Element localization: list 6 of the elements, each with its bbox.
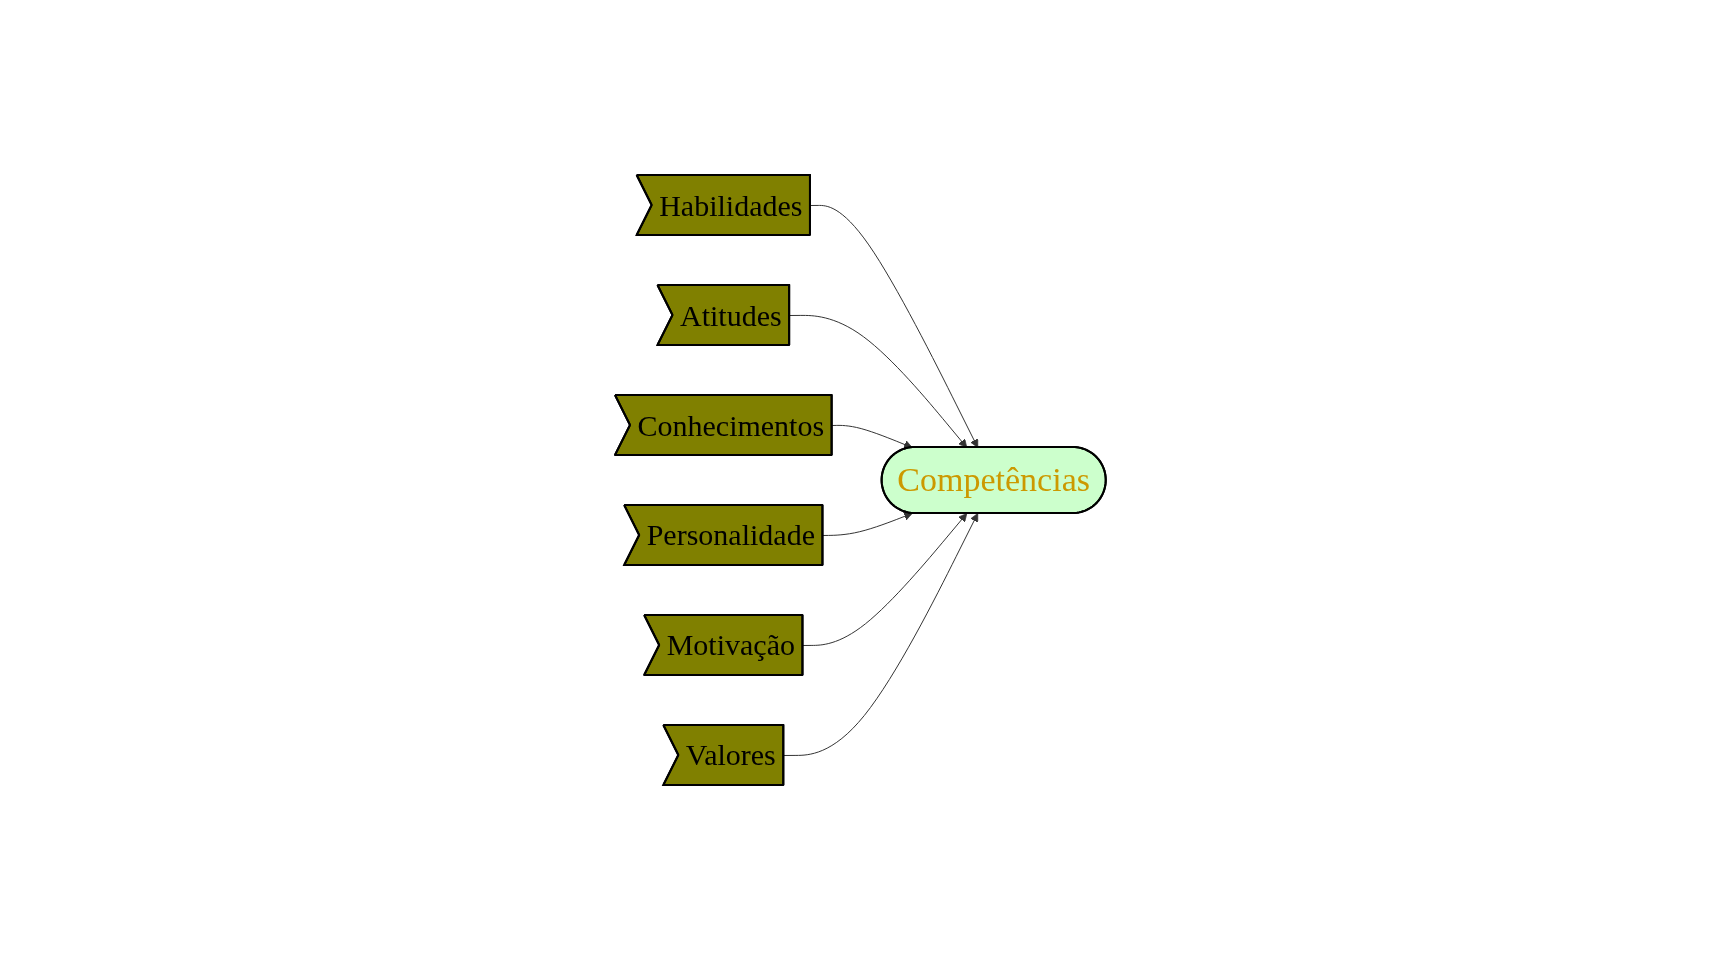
arrow — [782, 513, 978, 756]
arrow — [802, 513, 967, 646]
arrow — [831, 424, 913, 449]
arrow — [822, 512, 913, 536]
arrow — [788, 314, 967, 448]
arrow — [809, 204, 978, 448]
